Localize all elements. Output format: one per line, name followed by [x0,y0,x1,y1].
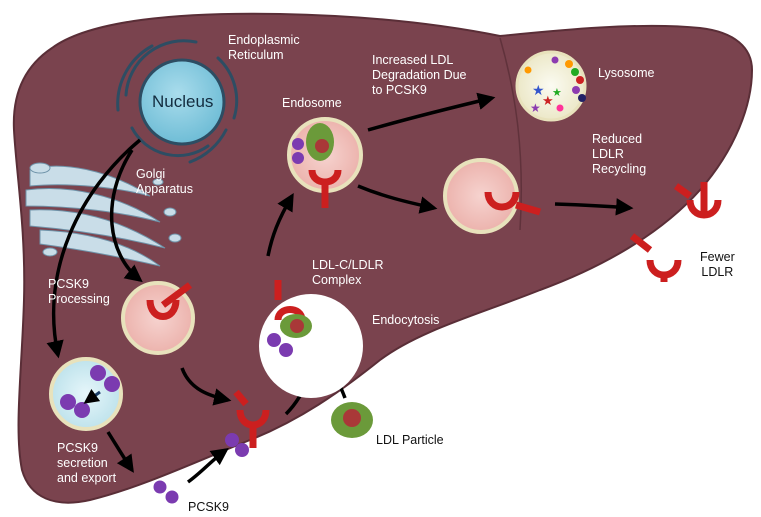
arrow-endosome-to-recycle [357,184,438,214]
arrow-recycle-to-surface [554,198,634,216]
svg-text:★: ★ [530,101,541,115]
processing-vesicle [121,281,195,355]
reduced-recycling-label: Reduced LDLR Recycling [592,132,647,176]
endosome-label: Endosome [282,96,342,110]
recycling-vesicle [443,158,541,234]
surface-ldlr [629,182,722,282]
endocytosis-pocket [259,280,363,398]
liver-fissure [499,37,523,231]
nucleus [138,58,226,146]
ldl-particle-label: LDL Particle [376,433,444,447]
er-label: Endoplasmic Reticulum [228,33,300,62]
endosome [287,117,363,208]
lysosome: ★ ★ ★ ★ [515,50,587,122]
nucleus-label: Nucleus [152,92,214,111]
golgi-label: Golgi Apparatus [136,167,193,196]
secretion-label: PCSK9 secretion and export [57,441,117,485]
arrow-endosome-to-lysosome [367,92,496,132]
svg-text:★: ★ [532,82,545,98]
er-membranes [116,39,239,164]
membrane-receptor [225,389,270,457]
pcsk9-label: PCSK9 [188,500,229,514]
complex-label: LDL-C/LDLR Complex [312,258,384,287]
processing-label: PCSK9 Processing [48,277,110,306]
degradation-label: Increased LDL Degradation Due to PCSK9 [372,53,467,97]
arrow-vesicle-to-membrane [180,367,232,406]
golgi-apparatus [25,162,182,267]
free-pcsk9 [152,479,180,505]
arrow-pcsk9-to-receptor [186,447,229,484]
svg-text:★: ★ [552,87,562,99]
arrow-secretion-to-export [106,431,134,473]
arrow-membrane-to-complex [266,192,294,257]
lysosome-label: Lysosome [598,66,655,80]
svg-text:★: ★ [542,93,554,108]
endocytosis-label: Endocytosis [372,313,440,327]
fewer-ldlr-label: Fewer LDLR [700,250,735,279]
arrow-nucleus-to-processing [46,138,142,359]
secretion-vesicle [49,357,123,431]
ldl-particle [331,402,373,438]
arrow-golgi-to-vesicle [109,149,143,283]
